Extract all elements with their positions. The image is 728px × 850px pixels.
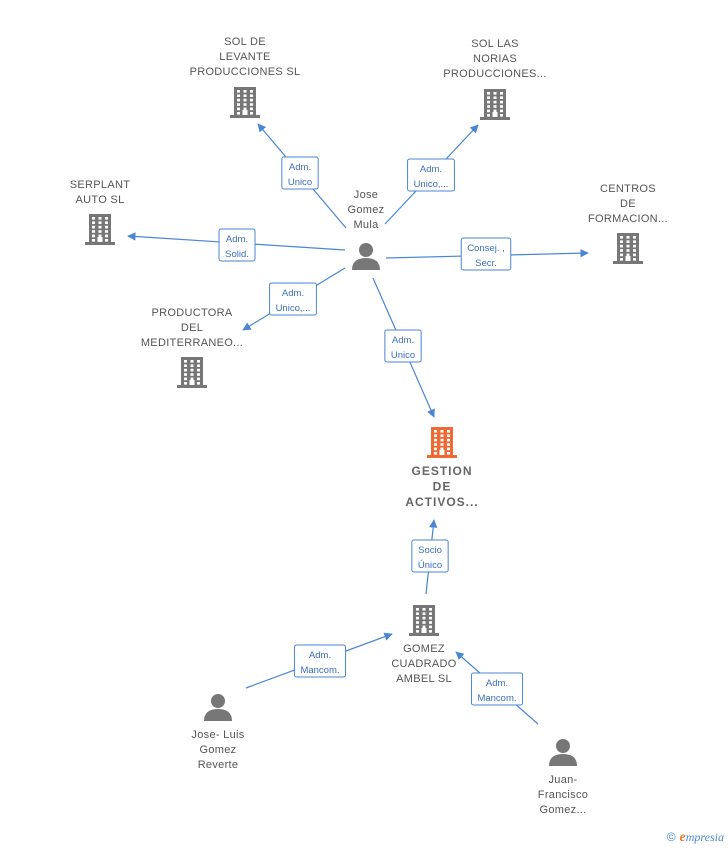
person-icon[interactable] [352,243,380,270]
node-label: SOL LAS [471,38,519,50]
node-label: LEVANTE [219,51,270,63]
badge-label: Secr. [475,258,497,269]
badge-label: Unico,... [414,179,449,190]
node-label: Jose- Luis [191,729,244,741]
node-gomez_cuadrado[interactable]: GOMEZ CUADRADO AMBEL SL [391,605,457,685]
badge-box [281,156,319,190]
badge-label: Adm. [282,288,304,299]
badge-label: Adm. [486,678,508,689]
node-label: DE [433,480,452,494]
relationship-badge[interactable]: Consej. , Secr. [460,237,512,271]
footer-brand: ©empresia [667,830,724,846]
relationship-badge[interactable]: Adm. Unico [281,156,319,190]
building-icon[interactable] [427,427,457,458]
badge-label: Adm. [420,164,442,175]
node-label: PRODUCTORA [151,307,232,319]
node-label: SERPLANT [70,179,130,191]
node-label: FORMACION... [588,213,668,225]
node-label: GOMEZ [403,643,445,655]
badge-label: Adm. [289,162,311,173]
building-icon[interactable] [409,605,439,636]
badge-box [293,644,347,678]
badge-label: Adm. [309,650,331,661]
relationship-badge[interactable]: Adm. Unico,... [269,282,317,316]
node-label: Reverte [198,759,239,771]
building-icon[interactable] [177,357,207,388]
badge-label: Adm. [392,335,414,346]
badge-box [269,282,317,316]
badge-label: Unico,... [276,303,311,314]
node-label: NORIAS [473,53,517,65]
relationship-badge[interactable]: Adm. Solid. [218,228,256,262]
nodes-layer: SOL DE LEVANTE PRODUCCIONES SL SOL LAS NORIA… [70,36,668,816]
node-juan_francisco[interactable]: Juan- FranciscoGomez... [538,739,588,816]
building-icon[interactable] [480,89,510,120]
node-label: SOL DE [224,36,266,48]
node-label: Mula [353,219,379,231]
brand-name: mpresia [685,830,724,844]
node-label: DEL [181,322,203,334]
building-icon[interactable] [613,233,643,264]
node-label: CUADRADO [391,658,456,670]
person-icon[interactable] [204,694,232,721]
badges-layer: Adm.UnicoAdm.Unico,...Adm.Solid.Consej. … [218,156,524,706]
badge-box [407,158,455,192]
node-productora[interactable]: PRODUCTORA DEL MEDITERRANEO... [141,307,243,388]
node-label: Francisco [538,789,588,801]
node-label: Gomez... [539,804,586,816]
relationship-badge[interactable]: Adm. Unico [384,329,422,363]
badge-label: Solid. [225,249,249,260]
node-label: Juan- [548,774,577,786]
badge-label: Consej. , [467,243,505,254]
node-sol_norias[interactable]: SOL LAS NORIAS PRODUCCIONES... [443,38,547,120]
node-label: AUTO SL [76,194,125,206]
node-gestion[interactable]: GESTION DEACTIVOS... [405,427,478,509]
badge-box [470,672,524,706]
person-icon[interactable] [549,739,577,766]
node-label: GESTION [411,464,472,478]
node-sol_levante[interactable]: SOL DE LEVANTE PRODUCCIONES SL [190,36,301,118]
node-label: CENTROS [600,183,656,195]
node-label: Jose [354,189,378,201]
building-icon[interactable] [230,87,260,118]
node-label: DE [620,198,636,210]
node-label: PRODUCCIONES... [443,68,547,80]
badge-label: Unico [288,177,312,188]
node-serplant[interactable]: SERPLANT AUTO SL [70,179,130,245]
node-label: Gomez [348,204,385,216]
node-label: AMBEL SL [396,673,452,685]
badge-box [460,237,512,271]
relationship-badge[interactable]: Adm. Mancom. [470,672,524,706]
building-icon[interactable] [85,214,115,245]
badge-label: Mancom. [477,693,516,704]
relationship-badge[interactable]: Adm. Mancom. [293,644,347,678]
badge-label: Mancom. [300,665,339,676]
badge-label: Adm. [226,234,248,245]
node-centros[interactable]: CENTROS DE FORMACION... [588,183,668,264]
node-label: MEDITERRANEO... [141,337,243,349]
node-label: Gomez [200,744,237,756]
badge-label: Unico [391,350,415,361]
badge-label: Único [418,560,442,571]
badge-label: Socio [418,545,442,556]
badge-box [218,228,256,262]
badge-box [411,539,449,573]
node-label: ACTIVOS... [405,495,478,509]
copyright-icon: © [666,830,676,844]
badge-box [384,329,422,363]
node-label: PRODUCCIONES SL [190,66,301,78]
relationship-badge[interactable]: Adm. Unico,... [407,158,455,192]
brand-initial: e [679,830,686,845]
